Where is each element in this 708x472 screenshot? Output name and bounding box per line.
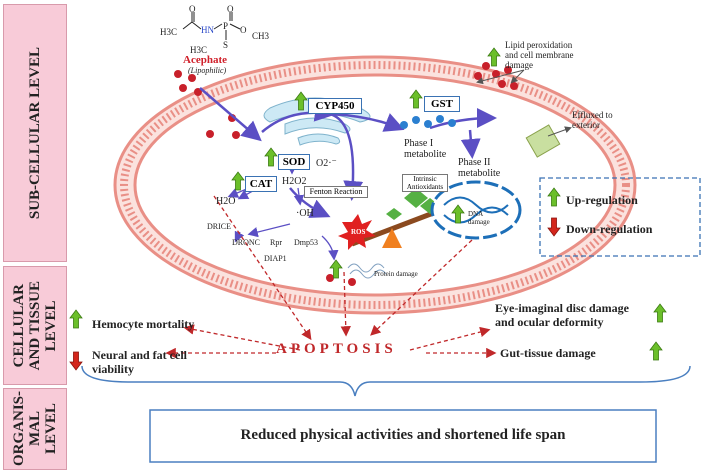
acephate-name: Acephate (183, 54, 227, 66)
neural-label: Neural and fat cell viability (92, 348, 187, 376)
atom-p: P (223, 21, 229, 31)
fenton-label: Fenton Reaction (304, 186, 368, 198)
effluxed-label: Effluxed to exterior (572, 110, 613, 130)
oh-label: ·OH (296, 208, 314, 219)
eye-label: Eye-imaginal disc damage and ocular defo… (495, 301, 629, 329)
apoptosis-label: APOPTOSIS (276, 341, 397, 357)
atom-hn: HN (201, 25, 214, 35)
rpr-label: Rpr (270, 238, 282, 247)
atom-o-ester: O (240, 25, 247, 35)
brace (81, 365, 691, 397)
pathway-arrows (199, 87, 497, 218)
acephate-note: (Lipophilic) (188, 66, 227, 75)
h2o2-label: H2O2 (282, 176, 307, 187)
ros-label: ROS (351, 228, 366, 236)
superoxide-label: O2·⁻ (316, 158, 337, 169)
dna-label: DNA damage (468, 210, 490, 226)
antioxidant-diamond (404, 188, 428, 208)
legend-box (539, 177, 701, 257)
diap1-label: DIAP1 (264, 254, 287, 263)
conclusion-box (149, 409, 657, 463)
phase1-label: Phase I metabolite (404, 138, 447, 160)
acephate-structure (182, 12, 241, 40)
dmp53-label: Dmp53 (294, 238, 318, 247)
lipid-label: Lipid peroxidation and cell membrane dam… (505, 40, 574, 70)
atom-o-top: O (227, 4, 234, 14)
level-cellular: CELLULAR AND TISSUE LEVEL (3, 266, 67, 385)
phase2-label: Phase II metabolite (458, 157, 501, 179)
intrinsic-label: Intrinsic Antioxidants (402, 174, 448, 192)
atom-ch3: CH3 (252, 31, 270, 41)
drice-label: DRICE (207, 222, 231, 231)
gut-label: Gut-tissue damage (500, 346, 596, 360)
h2o-label: H2O (216, 196, 236, 207)
balance-scale (351, 188, 440, 248)
sod-box: SOD (278, 154, 310, 170)
level-subcellular: SUB-CELLULAR LEVEL (3, 4, 67, 262)
protein-coil (347, 263, 387, 279)
dronc-label: DRONC (232, 238, 261, 247)
conclusion-text: Reduced physical activities and shortene… (240, 427, 566, 443)
cell-membrane-dots (120, 61, 630, 309)
legend-up-label: Up-regulation (566, 193, 638, 207)
level-organismal: ORGANIS- MAL LEVEL (3, 388, 67, 470)
atom-o-acyl: O (189, 4, 196, 14)
efflux-transporter (525, 124, 572, 158)
cell-interior (133, 73, 617, 297)
protein-label: Protein damage (374, 270, 418, 278)
atom-s: S (223, 40, 229, 50)
atom-h3c-bottom: H3C (190, 45, 208, 55)
legend-down-label: Down-regulation (566, 222, 653, 236)
gst-box: GST (424, 96, 460, 112)
atom-h3c: H3C (160, 27, 178, 37)
down-arrows (69, 217, 561, 371)
ros-burst (338, 214, 376, 250)
nucleus (430, 180, 522, 240)
up-arrows (69, 47, 667, 361)
cat-box: CAT (245, 176, 277, 192)
gst-stars (400, 115, 456, 129)
acephate-particles (174, 62, 518, 286)
hemocyte-label: Hemocyte mortality (92, 317, 195, 331)
cyp450-box: CYP450 (308, 98, 362, 114)
